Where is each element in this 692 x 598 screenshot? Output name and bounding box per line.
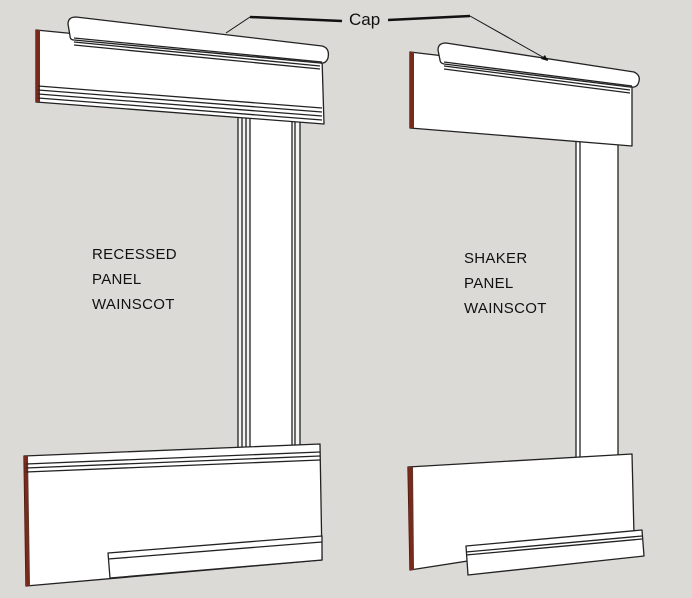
recessed-bottom-rail [23,443,323,587]
label-line: PANEL [92,271,142,288]
recessed-cap [67,16,330,70]
shaker-bottom-rail [407,453,645,576]
cap-callout-label: Cap [349,10,381,29]
label-line: PANEL [464,275,514,292]
label-line: SHAKER [464,250,528,267]
label-line: RECESSED [92,246,177,263]
shaker-stile [575,139,619,463]
shaker-baseboard [465,529,645,576]
label-line: WAINSCOT [464,300,547,317]
recessed-panel-label: RECESSED PANEL WAINSCOT [92,242,177,317]
label-line: WAINSCOT [92,296,175,313]
recessed-stile-frame [237,111,301,457]
shaker-panel-label: SHAKER PANEL WAINSCOT [464,246,547,321]
cap-leader-lines [225,14,549,61]
shaker-cap [437,42,640,94]
